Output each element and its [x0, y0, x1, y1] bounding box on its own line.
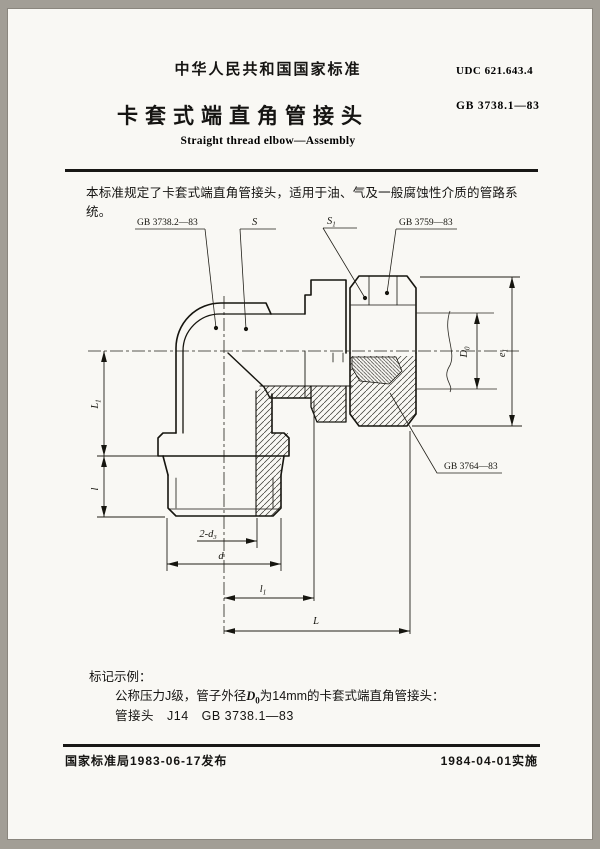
- symbol-D0: D0: [246, 689, 260, 706]
- header-rule: [65, 169, 538, 172]
- scope-paragraph: 本标准规定了卡套式端直角管接头，适用于油、气及一般腐蚀性介质的管路系统。: [86, 186, 518, 219]
- callout-labels: GB 3738.2—83 S S1 GB 3759—83 GB 3764—83: [137, 216, 498, 472]
- ferrule-section: [351, 356, 403, 385]
- dimension-labels: L1 l 2-d3 d l1 L D0 e1: [90, 346, 510, 627]
- page-title: 卡套式端直角管接头: [117, 105, 369, 128]
- nut-lower-outline: [349, 352, 417, 427]
- leader-dot-body-std: [213, 325, 219, 331]
- callouts: [135, 227, 502, 474]
- hex-collar-section: [311, 386, 346, 422]
- footer-effective-date: 1984-04-01实施: [440, 754, 538, 768]
- elbow-outer-bend: [175, 302, 272, 434]
- leader-dot-nut-std: [384, 290, 390, 296]
- dim-label-L1: L1: [90, 399, 103, 409]
- dim-label-d: d: [218, 551, 224, 562]
- section-hatching: [256, 356, 416, 516]
- tube-phantom: [416, 310, 497, 393]
- callout-nut-std: GB 3759—83: [399, 218, 453, 228]
- collar-profile: [304, 279, 347, 354]
- leader-nut-std: [386, 228, 457, 294]
- dim-label-e1: e1: [497, 349, 510, 357]
- page-title-english: Straight thread elbow—Assembly: [180, 135, 356, 147]
- hex-flange: [157, 432, 290, 457]
- leader-dot-s1: [362, 295, 368, 301]
- callout-ferrule-std: GB 3764—83: [444, 462, 498, 472]
- leader-ferrule-std: [389, 392, 502, 474]
- footer-issued-date: 国家标准局1983-06-17发布: [65, 754, 228, 768]
- dim-label-L: L: [312, 616, 319, 627]
- udc-number: UDC 621.643.4: [456, 65, 534, 77]
- dimensions: [97, 276, 522, 634]
- taper-right: [280, 455, 285, 476]
- marking-example-heading: 标记示例：: [89, 670, 152, 684]
- marking-text-pre: 公称压力J级，管子外径: [115, 689, 247, 703]
- marking-example-description: 公称压力J级，管子外径D0为14mm的卡套式端直角管接头：: [115, 685, 445, 706]
- tube-break-wave: [446, 310, 453, 393]
- dim-label-2d3: 2-d3: [199, 529, 217, 541]
- elbow-inner-bend: [182, 313, 306, 434]
- leader-s: [239, 228, 276, 330]
- leader-dot-s: [243, 326, 249, 332]
- nut-upper-outline: [349, 275, 417, 354]
- technical-drawing: L1 l 2-d3 d l1 L D0 e1 GB 3738.2—83 S S1: [88, 216, 522, 634]
- taper-left: [162, 455, 169, 476]
- callout-s1: S1: [327, 216, 336, 229]
- leader-s1: [322, 227, 366, 299]
- footer-rule: [63, 744, 540, 747]
- hex-collar-lower-outline: [310, 385, 347, 423]
- dim-label-l1: l1: [260, 584, 266, 597]
- elbow-outline: [157, 275, 417, 517]
- callout-s: S: [252, 217, 258, 228]
- centerlines: [88, 296, 520, 634]
- dim-label-D0: D0: [459, 346, 472, 359]
- marking-text-post: 为14mm的卡套式端直角管接头：: [259, 689, 445, 703]
- standard-number: GB 3738.1—83: [456, 100, 540, 112]
- pipe-bottom-wall-section: [262, 386, 311, 398]
- document-page: 中华人民共和国国家标准 UDC 621.643.4 卡套式端直角管接头 GB 3…: [7, 8, 593, 840]
- marking-designation: 管接头 J14 GB 3738.1—83: [115, 709, 294, 723]
- callout-body-std: GB 3738.2—83: [137, 218, 198, 228]
- section-cut-diagonal: [227, 352, 271, 399]
- dim-label-l: l: [90, 487, 101, 490]
- leader-body-std: [135, 228, 217, 329]
- threaded-stud: [167, 474, 282, 517]
- national-standard-header: 中华人民共和国国家标准: [174, 61, 362, 78]
